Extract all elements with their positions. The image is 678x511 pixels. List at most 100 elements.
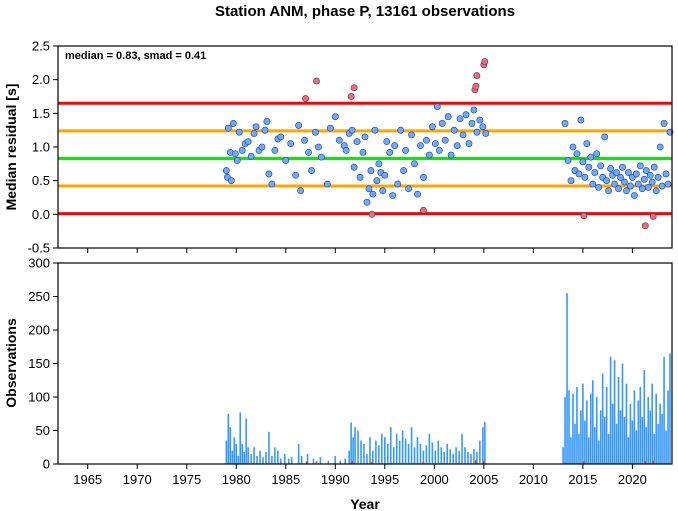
residual-point-60 (389, 192, 397, 199)
observation-bar-9 (243, 451, 245, 464)
observation-bar-105 (605, 386, 608, 464)
top-y-tick-label: 2.5 (32, 39, 50, 54)
residual-point-73 (425, 151, 433, 159)
observation-bar-110 (615, 423, 618, 464)
residual-point-103 (581, 173, 589, 181)
residual-point-77 (435, 146, 443, 154)
residual-point-87 (465, 140, 473, 148)
observation-bar-42 (366, 453, 368, 464)
top-y-tick-label: 1.0 (32, 140, 50, 155)
residual-point-49 (365, 185, 373, 193)
bottom-y-tick-label: 0 (43, 457, 50, 472)
residual-point-129 (632, 170, 640, 178)
outlier-point-5 (420, 206, 427, 214)
observation-bar-98 (591, 380, 594, 464)
residual-point-27 (295, 122, 303, 129)
residual-point-102 (579, 158, 587, 166)
observation-bar-45 (375, 440, 377, 464)
residual-point-135 (644, 183, 652, 191)
observation-bar-10 (245, 418, 247, 464)
residual-point-101 (577, 116, 585, 124)
bottom-y-tick-label: 300 (28, 256, 50, 271)
observation-bar-75 (464, 447, 466, 464)
observation-bar-25 (290, 457, 293, 464)
observation-bar-19 (271, 455, 273, 464)
residual-point-120 (615, 185, 622, 193)
residual-point-142 (658, 182, 666, 190)
residual-point-144 (662, 170, 670, 178)
residual-point-75 (431, 140, 439, 148)
observation-bar-132 (659, 403, 661, 464)
reference-lines (58, 101, 672, 216)
observation-bar-72 (455, 447, 457, 464)
residual-point-6 (231, 150, 239, 158)
observation-bar-1 (227, 413, 230, 464)
observation-bars (225, 293, 671, 464)
top-y-tick-label: 1.5 (32, 106, 50, 121)
residual-point-86 (462, 111, 470, 119)
top-panel: -0.50.00.51.01.52.02.5 median = 0.83, sm… (3, 39, 674, 256)
observation-bar-34 (344, 458, 346, 464)
residual-point-123 (621, 178, 628, 186)
residual-point-124 (623, 187, 630, 195)
residual-point-74 (428, 123, 436, 131)
observation-bar-92 (580, 410, 582, 464)
residual-point-44 (353, 138, 361, 146)
outlier-bar-5 (475, 459, 477, 464)
residual-point-107 (589, 180, 597, 188)
observation-bar-33 (339, 460, 342, 464)
observation-bar-106 (607, 433, 610, 464)
residual-point-19 (265, 170, 273, 178)
observation-bar-54 (401, 430, 404, 464)
observation-bar-59 (416, 437, 419, 464)
top-y-ticks: -0.50.00.51.01.52.02.5 (28, 39, 58, 256)
outlier-point-1 (313, 77, 320, 85)
observation-bar-30 (319, 457, 322, 464)
observation-bar-53 (398, 440, 401, 464)
residual-point-32 (312, 128, 319, 136)
bottom-x-tick-label: 2015 (568, 472, 597, 487)
residual-point-56 (379, 187, 387, 195)
residual-point-31 (308, 167, 315, 174)
observation-bar-129 (653, 433, 655, 464)
observation-bar-41 (363, 443, 365, 464)
observation-bar-7 (239, 412, 242, 464)
observation-bar-16 (262, 457, 264, 464)
observation-bar-133 (661, 413, 663, 464)
observation-bar-66 (437, 440, 440, 464)
bottom-y-tick-label: 50 (36, 423, 50, 438)
residual-point-143 (660, 120, 668, 127)
outlier-point-0 (302, 95, 309, 102)
observation-bar-50 (389, 427, 392, 464)
residual-point-71 (420, 173, 427, 181)
residual-point-76 (433, 103, 441, 110)
outlier-point-4 (368, 210, 376, 218)
observation-bar-94 (584, 420, 586, 464)
observation-bar-71 (452, 453, 454, 464)
observation-bar-11 (247, 447, 249, 464)
bottom-y-tick-label: 250 (28, 289, 50, 304)
residual-point-85 (459, 131, 467, 139)
residual-point-130 (634, 180, 642, 188)
bottom-y-tick-label: 100 (28, 390, 50, 405)
residual-point-131 (636, 162, 644, 170)
residual-point-136 (646, 171, 654, 179)
observation-bar-73 (458, 450, 460, 464)
observation-bar-80 (479, 440, 481, 464)
residual-point-17 (261, 126, 269, 134)
residual-point-36 (326, 124, 334, 132)
residual-point-111 (597, 162, 605, 170)
observation-bar-23 (283, 453, 286, 464)
observation-bar-100 (595, 397, 598, 464)
observation-bar-117 (629, 403, 632, 464)
observation-bar-112 (619, 410, 622, 464)
residual-point-45 (356, 173, 364, 181)
residual-point-46 (359, 148, 367, 156)
residual-point-126 (627, 182, 634, 190)
figure-title: Station ANM, phase P, 13161 observations (215, 3, 515, 20)
observation-bar-124 (643, 370, 646, 464)
observation-bar-97 (589, 393, 592, 464)
observation-bar-115 (625, 383, 628, 464)
observation-bar-93 (582, 383, 584, 464)
